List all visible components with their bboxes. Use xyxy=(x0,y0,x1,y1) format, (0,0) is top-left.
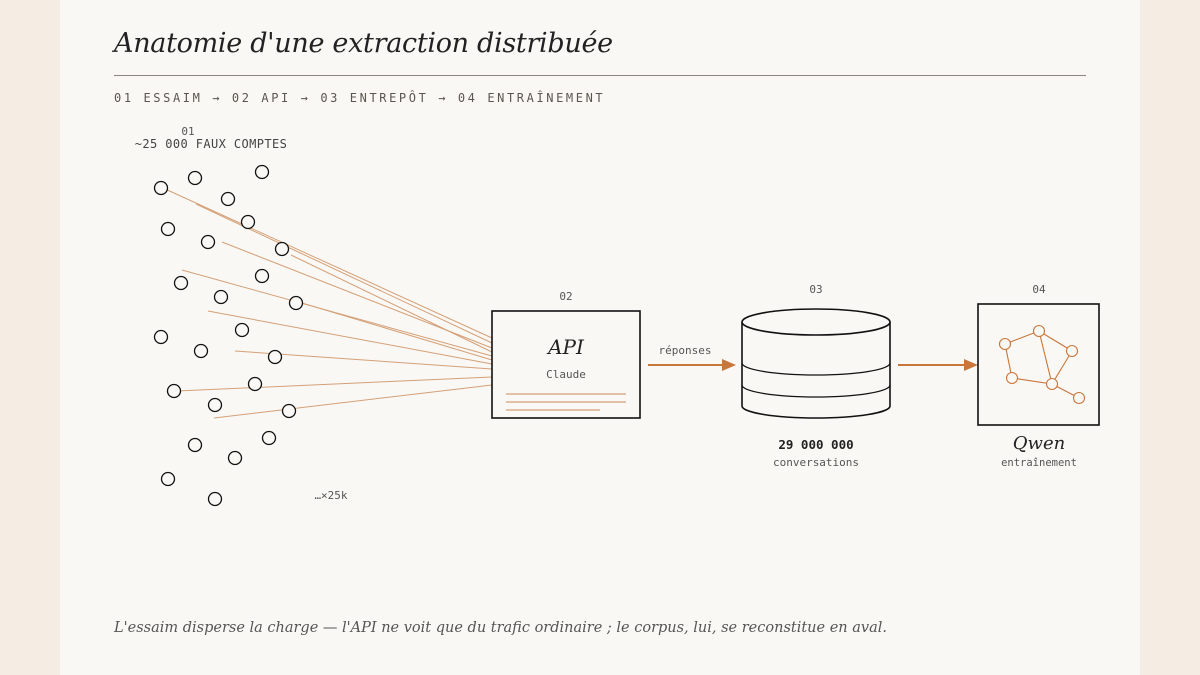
network-edge xyxy=(1051,350,1073,385)
fake-account-node xyxy=(153,329,169,345)
database-cylinder-top xyxy=(741,308,891,336)
network-edge xyxy=(1038,330,1073,352)
api-group: 02 API Claude xyxy=(491,290,641,419)
request-line xyxy=(207,310,493,365)
fake-account-node xyxy=(254,268,270,284)
arrow-head xyxy=(722,359,736,371)
network-edge xyxy=(1004,330,1040,345)
swarm-request-lines xyxy=(162,187,493,419)
fake-account-node xyxy=(267,349,283,365)
database-band xyxy=(741,362,891,376)
model-sub: entraînement xyxy=(1001,457,1077,469)
fake-account-node xyxy=(193,343,209,359)
fake-account-node xyxy=(207,397,223,413)
request-line xyxy=(291,299,493,361)
network-edge xyxy=(1038,330,1053,385)
fake-account-node xyxy=(288,295,304,311)
arrow-head xyxy=(964,359,978,371)
fake-account-node xyxy=(281,403,297,419)
model-group: 04 Qwen entraînement xyxy=(977,283,1100,469)
database-band xyxy=(741,384,891,398)
warehouse-count: 29 000 000 xyxy=(778,437,853,452)
model-name: Qwen xyxy=(1013,433,1065,454)
warehouse-unit: conversations xyxy=(773,456,859,469)
api-sub: Claude xyxy=(546,368,586,381)
page-title: Anatomie d'une extraction distribuée xyxy=(114,28,613,59)
fake-account-node xyxy=(274,241,290,257)
fake-account-node xyxy=(254,164,270,180)
network-edge xyxy=(1011,377,1053,385)
model-number: 04 xyxy=(1032,283,1046,296)
swarm-accounts xyxy=(153,164,304,507)
fake-account-node xyxy=(153,180,169,196)
training-arrow xyxy=(898,359,978,371)
request-line xyxy=(213,384,493,419)
pipeline-steps: 01 ESSAIM → 02 API → 03 ENTREPÔT → 04 EN… xyxy=(114,91,606,105)
api-name: API xyxy=(546,335,585,359)
responses-arrow: réponses xyxy=(648,344,736,371)
network-node xyxy=(1032,324,1046,338)
warehouse-group: 03 29 000 000 conversations xyxy=(741,283,891,469)
arrow-label: réponses xyxy=(659,344,712,357)
network-node xyxy=(1045,377,1059,391)
fake-account-node xyxy=(207,491,223,507)
fake-account-node xyxy=(160,471,176,487)
fake-account-node xyxy=(227,450,243,466)
model-box xyxy=(977,303,1100,426)
network-node xyxy=(1065,344,1079,358)
database-cylinder-body xyxy=(741,322,891,419)
warehouse-number: 03 xyxy=(809,283,822,296)
fake-account-node xyxy=(160,221,176,237)
api-number: 02 xyxy=(559,290,572,303)
request-line xyxy=(176,376,493,392)
fake-account-node xyxy=(187,170,203,186)
fake-account-node xyxy=(234,322,250,338)
fake-account-node xyxy=(187,437,203,453)
fake-account-node xyxy=(261,430,277,446)
swarm-group: 01 ~25 000 FAUX COMPTES …×25k xyxy=(135,125,493,507)
swarm-multiplier: …×25k xyxy=(314,489,347,502)
fake-account-node xyxy=(173,275,189,291)
neural-network-icon xyxy=(998,324,1086,405)
fake-account-node xyxy=(247,376,263,392)
title-divider xyxy=(114,75,1086,76)
swarm-label: ~25 000 FAUX COMPTES xyxy=(135,137,288,151)
request-line xyxy=(162,187,493,339)
fake-account-node xyxy=(240,214,256,230)
fake-account-node xyxy=(220,191,236,207)
fake-account-node xyxy=(213,289,229,305)
network-node xyxy=(1072,391,1086,405)
network-node xyxy=(1005,371,1019,385)
network-node xyxy=(998,337,1012,351)
fake-account-node xyxy=(166,383,182,399)
fake-account-node xyxy=(200,234,216,250)
diagram-caption: L'essaim disperse la charge — l'API ne v… xyxy=(114,620,887,636)
api-box xyxy=(491,310,641,419)
request-line xyxy=(195,203,493,344)
request-line xyxy=(290,254,493,353)
swarm-number: 01 xyxy=(181,125,194,138)
